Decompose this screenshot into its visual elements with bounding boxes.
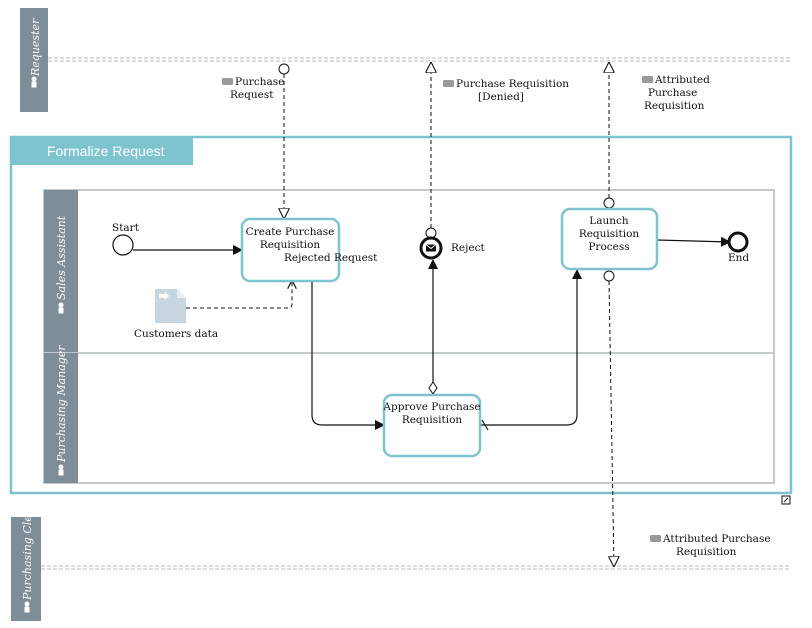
flow-approve-to-launch[interactable] (480, 269, 582, 426)
task-approve-purchase-requisition[interactable]: Approve Purchase Requisition (382, 393, 482, 458)
message-flow-attributed-bottom[interactable] (603, 270, 614, 566)
data-object-customers[interactable]: Customers data (134, 289, 218, 340)
pool-label-requester: Requester (29, 18, 42, 77)
svg-text:Requisition: Requisition (644, 100, 705, 112)
message-flow-purchase-requisition-denied[interactable] (425, 63, 437, 239)
envelope-icon (642, 76, 653, 83)
start-event-label: Start (112, 222, 140, 234)
envelope-icon (650, 535, 661, 542)
flow-launch-to-end[interactable] (656, 236, 731, 247)
subprocess-title-bar (11, 137, 193, 165)
task-launch-requisition-process[interactable]: Launch Requisition Process (560, 207, 659, 271)
flow-create-to-approve[interactable] (311, 282, 385, 430)
person-icon (58, 464, 64, 476)
subprocess-title: Formalize Request (47, 143, 165, 159)
message-flow-attributed-top[interactable] (603, 63, 615, 209)
lane-label-sales-assistant: Sales Assistant (55, 215, 68, 300)
svg-text:Requisition: Requisition (676, 546, 737, 558)
lane-label-purchasing-manager: Purchasing Manager (55, 345, 68, 463)
end-event[interactable]: End (727, 231, 749, 264)
person-icon (31, 76, 37, 88)
svg-text:[Denied]: [Denied] (478, 91, 524, 103)
pool-requester: Requester (20, 8, 790, 112)
svg-text:Attributed Purchase: Attributed Purchase (662, 533, 771, 545)
pool-header-requester (20, 8, 48, 112)
task-create-line1: Create Purchase (246, 226, 335, 238)
conditional-flow-diamond (428, 381, 438, 395)
lane-sales-assistant: Sales Assistant (43, 189, 775, 354)
start-event[interactable]: Start (112, 222, 140, 256)
envelope-icon (443, 80, 454, 87)
message-flow-purchase-request[interactable] (278, 63, 290, 218)
lane-header-sales-assistant (44, 190, 78, 353)
subprocess-border (9, 135, 793, 495)
message-label-purchase-request: Purchase Request (222, 76, 284, 101)
data-association-customers[interactable] (186, 281, 292, 309)
message-label-purchase-requisition-denied: Purchase Requisition [Denied] (443, 78, 569, 103)
reject-event-label: Reject (451, 242, 485, 254)
end-event-label: End (728, 252, 749, 264)
envelope-icon (425, 244, 437, 252)
lane-header-purchasing-manager (44, 353, 78, 483)
pool-label-purchasing-clerk: Purchasing Clerk (21, 503, 34, 601)
svg-text:Attributed: Attributed (654, 74, 710, 86)
svg-text:Request: Request (230, 89, 274, 101)
task-approve-line2: Requisition (402, 414, 463, 426)
reject-message-end-event[interactable]: Reject (419, 236, 485, 260)
subprocess-formalize-request[interactable]: Formalize Request (9, 135, 793, 505)
data-object-label: Customers data (134, 328, 218, 340)
lane-purchasing-manager: Purchasing Manager (43, 345, 775, 484)
collapse-icon[interactable] (781, 495, 791, 505)
task-create-purchase-requisition[interactable]: Create Purchase Requisition Rejected Req… (240, 217, 378, 283)
envelope-icon (222, 78, 233, 85)
rejected-request-label: Rejected Request (284, 252, 378, 264)
message-label-attributed-top: Attributed Purchase Requisition (642, 74, 710, 112)
svg-text:Purchase: Purchase (648, 87, 697, 99)
person-icon (24, 601, 30, 613)
input-arrow-icon (159, 292, 169, 300)
svg-text:Purchase Requisition: Purchase Requisition (456, 78, 569, 90)
task-launch-line3: Process (588, 241, 629, 253)
pool-purchasing-clerk: Purchasing Clerk (11, 503, 790, 621)
task-launch-line1: Launch (589, 215, 629, 227)
message-label-attributed-bottom: Attributed Purchase Requisition (650, 533, 771, 558)
task-create-line2: Requisition (260, 239, 321, 251)
svg-text:Purchase: Purchase (235, 76, 284, 88)
task-launch-line2: Requisition (579, 228, 640, 240)
default-flow-marker (481, 419, 489, 431)
task-approve-line1: Approve Purchase (382, 401, 480, 413)
person-icon (58, 302, 64, 314)
